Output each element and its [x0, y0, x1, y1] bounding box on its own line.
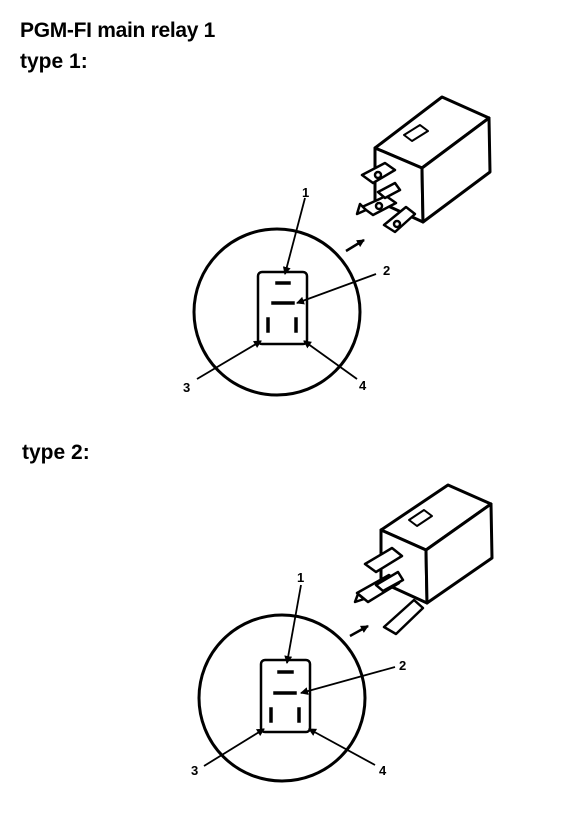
type-1-leader-2	[296, 273, 377, 305]
type-2-pin-label-2: 2	[399, 658, 406, 673]
type-2-pin-label-3: 3	[191, 763, 198, 778]
page-title: PGM-FI main relay 1	[20, 19, 216, 42]
type-1-pin-label-3: 3	[183, 380, 190, 395]
type-2-relay-terminals	[353, 546, 425, 636]
type-2-leader-2	[300, 666, 396, 695]
type-1-pin-label-4: 4	[359, 378, 367, 393]
type-2-leader-3	[203, 728, 265, 767]
type-1-magnifier-circle	[192, 227, 362, 397]
type-2-heading: type 2:	[22, 441, 90, 464]
type-2-pins	[269, 670, 301, 723]
type-2-magnifier-circle	[197, 613, 367, 783]
type-2-pin-label-1: 1	[297, 570, 304, 585]
type-1-leader-1	[282, 197, 306, 275]
type-1-pins	[266, 281, 298, 333]
type-1-heading: type 1:	[20, 50, 88, 73]
type-1-view-arrow	[345, 238, 365, 253]
type-1-relay-figure: 1 2 3 4	[183, 95, 492, 397]
type-1-relay-terminals	[355, 161, 417, 234]
type-1-pin-label-2: 2	[383, 263, 390, 278]
type-1-leader-3	[196, 340, 262, 380]
type-1-relay-body	[373, 95, 492, 224]
type-2-leader-1	[284, 584, 302, 664]
type-2-view-arrow	[349, 624, 369, 638]
type-2-pin-label-4: 4	[379, 763, 387, 778]
type-1-pin-label-1: 1	[302, 185, 309, 200]
type-2-relay-figure: 1 2 3 4	[191, 483, 494, 783]
type-2-relay-body	[379, 483, 494, 605]
type-2-leader-4	[308, 728, 376, 766]
type-1-leader-4	[303, 340, 358, 380]
